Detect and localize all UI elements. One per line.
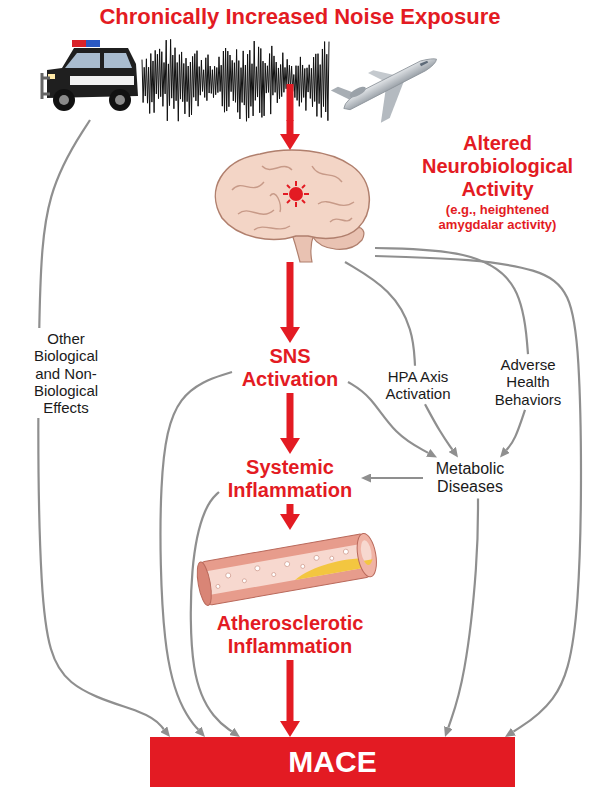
cerebrum xyxy=(215,150,369,239)
node-text: Systemic Inflammation xyxy=(223,456,357,502)
artery-lumen xyxy=(202,543,369,595)
connector xyxy=(425,404,452,449)
node-text: Atherosclerotic Inflammation xyxy=(190,612,390,658)
noise-waveform xyxy=(142,39,329,121)
node-subtext: (e.g., heightened amygdalar activity) xyxy=(423,203,573,233)
red-stub xyxy=(287,84,294,121)
process-label: HPA Axis Activation xyxy=(376,366,460,405)
artery-end xyxy=(195,561,214,606)
process-label: Metabolic Diseases xyxy=(423,458,517,499)
light-bar-blue xyxy=(86,40,100,47)
connector xyxy=(371,477,423,479)
police-car xyxy=(42,40,138,111)
artery-wall xyxy=(200,533,370,605)
hub xyxy=(115,95,125,105)
connector xyxy=(287,120,294,134)
car-stripe xyxy=(70,76,134,85)
engine xyxy=(348,85,367,100)
artery-end xyxy=(354,532,379,578)
waveform-path xyxy=(142,39,329,121)
node-text: SNS Activation xyxy=(236,345,344,391)
brain-node: Altered Neurobiological Activity(e.g., h… xyxy=(205,150,375,262)
connector xyxy=(287,660,294,721)
noise-source: Chronically Increased Noise Exposure xyxy=(20,0,580,120)
outcome-box: MACE xyxy=(150,737,515,787)
node-text: HPA Axis Activation xyxy=(380,368,456,403)
brain xyxy=(215,150,369,262)
edge-label: Other Biological and Non-Biological Effe… xyxy=(20,328,112,418)
connector xyxy=(191,492,232,731)
connector xyxy=(38,120,163,729)
connector xyxy=(287,504,294,514)
artery xyxy=(195,532,380,607)
connector xyxy=(375,256,581,732)
gyri xyxy=(232,166,354,230)
heading-group: Altered Neurobiological Activity(e.g., h… xyxy=(400,132,595,233)
wheel xyxy=(109,89,131,111)
connector xyxy=(287,393,294,438)
hub xyxy=(59,95,69,105)
artery-end-lumen xyxy=(359,539,373,564)
node-text: MACE xyxy=(288,745,376,780)
car-window xyxy=(65,53,100,68)
connector xyxy=(506,410,525,450)
process-label: Adverse Health Behaviors xyxy=(488,354,568,410)
node-text: Altered Neurobiological Activity xyxy=(400,132,595,201)
fuselage xyxy=(341,53,439,113)
airplane xyxy=(331,40,451,137)
plaque xyxy=(293,556,369,580)
push-bar xyxy=(42,73,50,99)
connector xyxy=(448,498,478,727)
light-bar-red xyxy=(72,40,86,47)
process-label: SNS Activation xyxy=(232,343,348,393)
connector xyxy=(287,262,294,327)
brainstem xyxy=(292,234,314,262)
node-text: Chronically Increased Noise Exposure xyxy=(20,4,580,29)
particles xyxy=(213,549,350,589)
connector xyxy=(345,262,415,366)
car-window xyxy=(104,53,132,68)
amygdala-marker xyxy=(283,181,309,207)
node-text: Metabolic Diseases xyxy=(427,460,513,497)
node-text: Adverse Health Behaviors xyxy=(492,356,564,408)
plaque xyxy=(364,559,374,565)
artery-node: Atherosclerotic Inflammation xyxy=(190,530,390,660)
process-label: Systemic Inflammation xyxy=(219,454,361,504)
wheel xyxy=(53,89,75,111)
cockpit xyxy=(420,60,428,66)
